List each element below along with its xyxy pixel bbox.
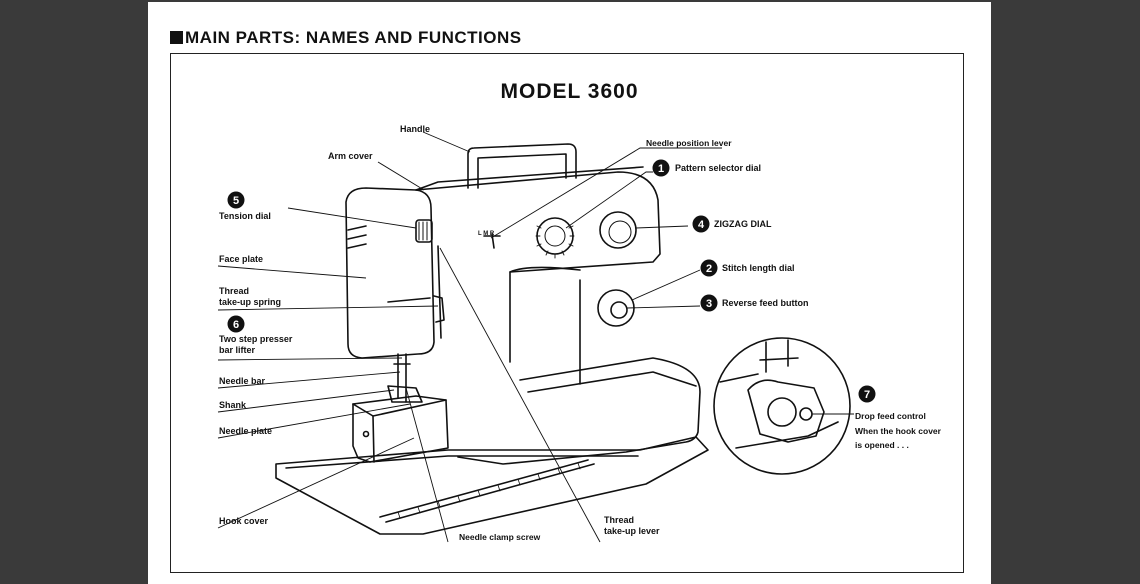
label-needle-position-lever: Needle position lever: [646, 138, 732, 148]
leader-needle-position: [490, 147, 722, 239]
label-stitch-length-dial: Stitch length dial: [722, 263, 795, 273]
hook-cover-front: [372, 415, 375, 463]
badge-1-pattern: [652, 159, 670, 177]
zigzag-dial-shape: [599, 211, 637, 249]
leader-shank: [217, 389, 395, 413]
label-takeup-lever-line1: Thread: [604, 515, 634, 525]
presser-foot: [387, 385, 423, 403]
label-takeup-lever-line2: take-up lever: [604, 526, 660, 536]
document-page: MAIN PARTS: NAMES AND FUNCTIONS MODEL 36…: [148, 2, 991, 584]
ruler-ticks: [397, 462, 581, 519]
label-zigzag-dial: ZIGZAG DIAL: [714, 219, 772, 229]
leader-presser-lifter: [217, 357, 403, 361]
needle-bar-shape: [393, 353, 411, 403]
inset-presser: [759, 339, 799, 373]
label-needle-bar: Needle bar: [219, 376, 266, 386]
hook-cover-screw: [362, 430, 370, 438]
label-pattern-selector-dial: Pattern selector dial: [675, 163, 761, 173]
badge-6-presser-number: 6: [233, 319, 239, 331]
label-presser-lifter-line1: Two step presser: [219, 334, 293, 344]
label-arm-cover: Arm cover: [328, 151, 373, 161]
leader-takeup-lever: [439, 247, 601, 543]
leader-hook-cover: [217, 437, 415, 529]
part-labels: Handle Arm cover Needle position lever T…: [219, 124, 942, 542]
label-reverse-feed-button: Reverse feed button: [722, 298, 809, 308]
table-ruler: [379, 459, 595, 523]
badge-1-pattern-number: 1: [658, 163, 664, 175]
label-lmr: L M R: [478, 231, 495, 237]
face-plate-detail: [347, 225, 367, 249]
inset-bobbin: [767, 397, 797, 427]
machine-bed: [457, 357, 701, 465]
badge-7-dropfeed: [858, 385, 876, 403]
label-takeup-spring-line2: take-up spring: [219, 297, 281, 307]
badge-2-stitch-number: 2: [706, 263, 712, 275]
tension-dial-shape: [415, 219, 433, 243]
leader-reverse-feed: [626, 305, 701, 309]
leader-stitch-length: [631, 269, 701, 301]
badge-4-zigzag-number: 4: [698, 219, 705, 231]
label-hook-note-line1: When the hook cover: [855, 426, 942, 436]
page-heading: MAIN PARTS: NAMES AND FUNCTIONS: [170, 28, 522, 48]
leader-needle-bar: [217, 371, 401, 389]
extension-table: [275, 436, 709, 535]
leader-face-plate: [217, 265, 367, 279]
label-shank: Shank: [219, 400, 247, 410]
badge-3-reverse: [700, 294, 718, 312]
leader-needle-plate: [217, 403, 411, 439]
badge-3-reverse-number: 3: [706, 298, 712, 310]
pattern-selector-dial-shape: [536, 217, 574, 255]
label-needle-plate: Needle plate: [219, 426, 272, 436]
zigzag-dial-inner: [608, 220, 632, 244]
badge-6-presser: [227, 315, 245, 333]
inset-drop-feed-knob: [799, 407, 813, 421]
leader-needle-clamp: [405, 387, 449, 543]
machine-arm: [415, 171, 661, 273]
arm-top-edge: [415, 166, 644, 191]
label-hook-cover: Hook cover: [219, 516, 269, 526]
machine-handle-shape: [467, 143, 577, 189]
table-inner-edge: [285, 455, 639, 469]
number-badges: 5 6 1 4 2 3 7: [227, 159, 876, 403]
leader-arm-cover: [377, 161, 425, 191]
label-hook-note-line2: is opened . . .: [855, 440, 909, 450]
label-drop-feed-control: Drop feed control: [855, 411, 926, 421]
badge-7-dropfeed-number: 7: [864, 389, 870, 401]
hook-cover-box: [352, 395, 449, 463]
page-heading-text: MAIN PARTS: NAMES AND FUNCTIONS: [185, 28, 522, 47]
hook-area-inset: [713, 337, 851, 475]
needle-lever-slot: [483, 233, 501, 249]
leader-tension: [287, 207, 417, 229]
diagram-frame: [170, 53, 964, 573]
leader-handle: [422, 131, 471, 153]
sewing-machine-diagram: 5 6 1 4 2 3 7 Handle Arm cover Needle po…: [217, 124, 942, 543]
label-needle-clamp-screw: Needle clamp screw: [459, 532, 541, 542]
model-title: MODEL 3600: [500, 80, 639, 103]
label-handle: Handle: [400, 124, 430, 134]
label-takeup-spring-line1: Thread: [219, 286, 249, 296]
inset-plate-edge: [719, 373, 839, 449]
takeup-slot: [433, 245, 445, 339]
pattern-dial-ridges: [535, 225, 575, 259]
badge-5-tension-number: 5: [233, 195, 239, 207]
bed-front-edge: [527, 371, 697, 393]
machine-head: [345, 187, 435, 359]
heading-square-bullet: [170, 31, 183, 44]
leader-takeup-spring: [217, 305, 439, 311]
tension-dial-ridges: [418, 221, 428, 241]
badge-2-stitch: [700, 259, 718, 277]
inset-shuttle: [747, 379, 825, 443]
badge-4-zigzag: [692, 215, 710, 233]
badge-5-tension: [227, 191, 245, 209]
face-plate-line: [387, 297, 431, 303]
machine-pillar: [509, 266, 581, 385]
label-tension-dial: Tension dial: [219, 211, 271, 221]
label-face-plate: Face plate: [219, 254, 263, 264]
leader-zigzag: [635, 225, 689, 229]
leader-pattern-selector: [565, 171, 653, 229]
label-presser-lifter-line2: bar lifter: [219, 345, 256, 355]
pattern-selector-dial-inner: [544, 225, 566, 247]
reverse-feed-button-shape: [610, 301, 628, 319]
